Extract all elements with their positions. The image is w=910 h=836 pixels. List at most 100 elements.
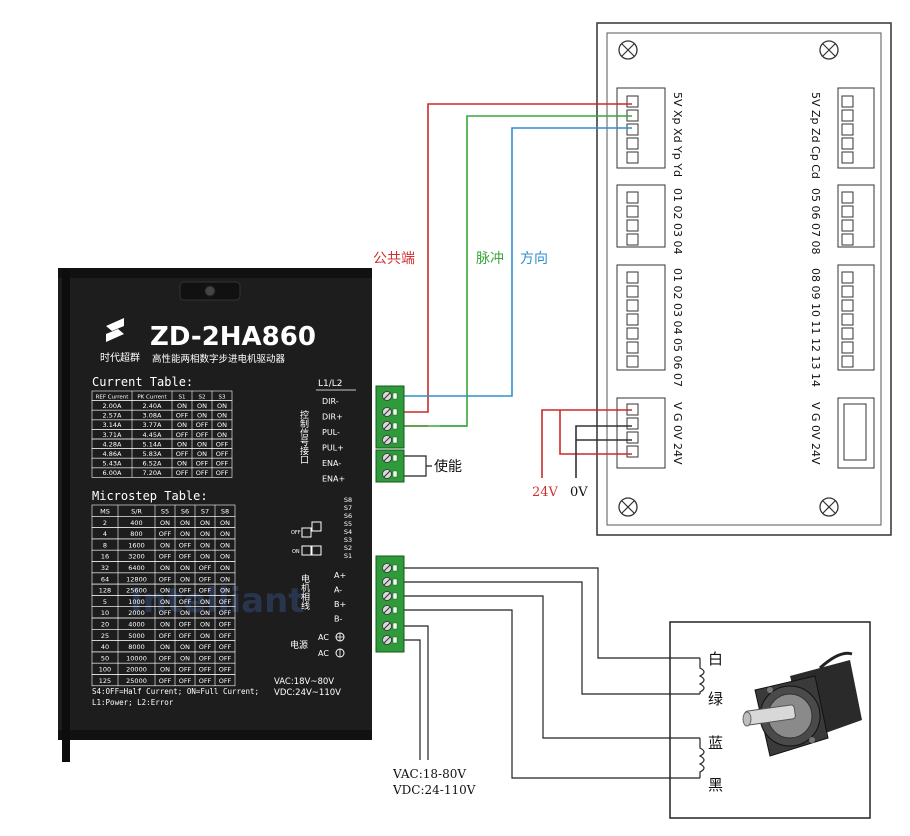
table-cell: 5 [103, 598, 107, 606]
table-cell: 2.40A [143, 402, 162, 410]
table-cell: ON [177, 421, 187, 429]
connector-io-3 [837, 184, 875, 248]
table-cell: 400 [130, 519, 142, 527]
table-cell: ON [197, 412, 207, 420]
table-cell: OFF [216, 460, 229, 468]
table-cell: OFF [196, 421, 209, 429]
table-cell: 128 [99, 587, 111, 595]
label-enable: 使能 [434, 458, 462, 475]
connector-io-4 [837, 264, 875, 371]
supply-label-ac: VAC:18-80V [392, 767, 466, 781]
table-cell: ON [200, 632, 210, 640]
table-cell: OFF [216, 440, 229, 448]
table-cell: ON [220, 530, 230, 538]
table-cell: OFF [219, 654, 232, 662]
table-cell: ON [217, 412, 227, 420]
table-cell: 6400 [128, 564, 145, 572]
signal-pin-label: ENA- [322, 459, 341, 468]
table-cell: OFF [159, 609, 172, 617]
motor-wires [404, 567, 700, 779]
dip-label: S8 [344, 496, 352, 504]
signal-pin-label: PUL+ [322, 444, 344, 453]
table-cell: OFF [199, 654, 212, 662]
stepper-motor [742, 651, 862, 757]
table-cell: 5.14A [143, 440, 162, 448]
table-cell: ON [160, 587, 170, 595]
driver: 时代超群 ZD-2HA860 高性能两相数字步进电机驱动器 Intelliant… [58, 268, 405, 762]
dip-label: S4 [344, 528, 352, 536]
table-cell: ON [177, 460, 187, 468]
dip-off-label: OFF [291, 530, 301, 536]
table-cell: OFF [199, 643, 212, 651]
table-cell: OFF [219, 621, 232, 629]
table-cell: OFF [176, 412, 189, 420]
table-cell: ON [220, 575, 230, 583]
table-cell: 125 [99, 677, 111, 685]
table-cell: 5.43A [103, 460, 122, 468]
table-cell: 100 [99, 666, 111, 674]
table-cell: 4.45A [143, 431, 162, 439]
power-spec-2: VDC:24V~110V [274, 688, 341, 698]
table-cell: OFF [196, 469, 209, 477]
table-header-cell: REF Current [96, 394, 130, 400]
wire-label-white: 白 [708, 650, 723, 668]
table-cell: 3200 [128, 553, 145, 561]
table-cell: 4.86A [103, 450, 122, 458]
table-cell: ON [200, 530, 210, 538]
table-cell: OFF [159, 575, 172, 583]
table-cell: 10 [101, 609, 109, 617]
coil-b [698, 738, 705, 778]
table-cell: 25600 [126, 587, 147, 595]
terminal-motor-power [375, 555, 405, 653]
led-label: L1/L2 [318, 379, 343, 389]
microstep-table-title: Microstep Table: [92, 489, 208, 503]
table-cell: ON [220, 519, 230, 527]
table-cell: ON [160, 541, 170, 549]
table-cell: OFF [176, 431, 189, 439]
dip-label: S1 [344, 552, 352, 560]
signal-pin-label: PUL- [322, 428, 340, 437]
table-cell: ON [197, 440, 207, 448]
table-cell: ON [180, 575, 190, 583]
table-cell: OFF [179, 621, 192, 629]
table-cell: 20 [101, 621, 109, 629]
connector-power-2 [837, 397, 875, 469]
table-cell: 12800 [126, 575, 147, 583]
board-label-io1: 01 02 03 04 [671, 188, 684, 254]
connector-power [616, 397, 666, 469]
table-cell: ON [180, 654, 190, 662]
motor-pin-labels: A+A-B+B- [334, 571, 346, 624]
dip-label: S3 [344, 536, 352, 544]
board-label-xy: 5V Xp Xd Yp Yd [671, 92, 684, 177]
connector-io-1 [616, 184, 666, 248]
board-label-power-2: V G 0V 24V [809, 402, 822, 465]
table-cell: OFF [199, 575, 212, 583]
table-header-cell: S5 [161, 508, 169, 516]
table-cell: ON [220, 541, 230, 549]
power-spec-1: VAC:18V~80V [274, 677, 334, 687]
watermark: Intelliant [130, 581, 305, 621]
table-header-cell: S7 [201, 508, 209, 516]
table-cell: OFF [159, 530, 172, 538]
terminal-signal [375, 385, 405, 449]
table-cell: OFF [219, 632, 232, 640]
table-cell: ON [200, 541, 210, 549]
wire-enable [404, 455, 432, 477]
dip-on-label: ON [292, 549, 300, 555]
table-cell: 4000 [128, 621, 145, 629]
table-cell: 8 [103, 541, 107, 549]
table-cell: 4 [103, 530, 107, 538]
motor-pin-label: A+ [334, 571, 346, 580]
table-cell: OFF [216, 469, 229, 477]
control-label: 控制信号接口 [298, 409, 309, 464]
table-cell: ON [217, 421, 227, 429]
table-cell: OFF [199, 666, 212, 674]
screw-icon [819, 40, 839, 60]
table-cell: 2.57A [103, 412, 122, 420]
table-cell: OFF [219, 666, 232, 674]
table-cell: 10000 [126, 654, 147, 662]
